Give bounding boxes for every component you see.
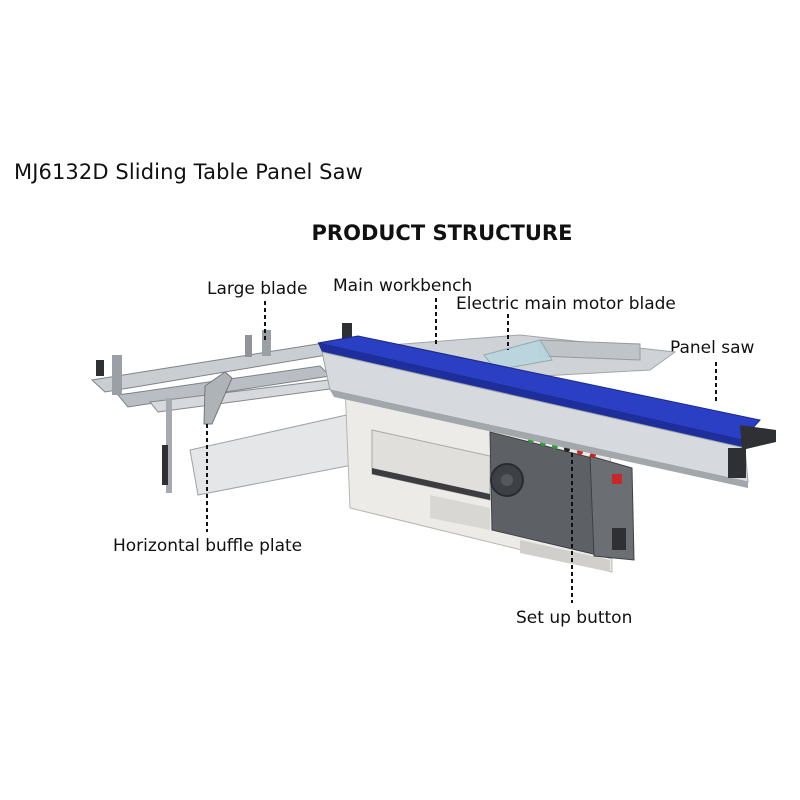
label-setup-button: Set up button — [516, 608, 633, 628]
leader-lines — [206, 298, 717, 603]
buffle-plate-shape — [189, 411, 369, 496]
sliding-table — [317, 335, 776, 488]
label-electric-motor-blade: Electric main motor blade — [456, 294, 676, 314]
label-panel-saw: Panel saw — [670, 338, 755, 358]
label-large-blade: Large blade — [207, 279, 308, 299]
label-main-workbench: Main workbench — [333, 276, 473, 296]
control-panel — [489, 431, 635, 561]
label-buffle-plate: Horizontal buffle plate — [113, 536, 303, 556]
section-heading: PRODUCT STRUCTURE — [311, 221, 573, 245]
product-title: MJ6132D Sliding Table Panel Saw — [14, 160, 363, 184]
